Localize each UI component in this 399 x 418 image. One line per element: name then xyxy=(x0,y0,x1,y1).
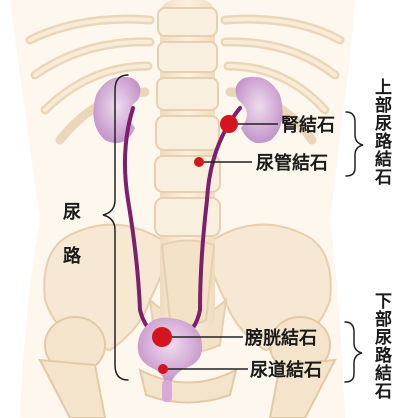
lower-brace xyxy=(345,322,362,382)
upper-brace xyxy=(346,112,363,176)
bladder-stone-marker xyxy=(152,327,172,347)
kidney-stone-marker xyxy=(220,115,238,133)
urethra-stone-marker xyxy=(158,364,168,374)
ureter-stone-marker xyxy=(194,157,204,167)
urethra-stone-label: 尿道結石 xyxy=(250,359,322,381)
lower-tract-label: 下部尿路結石 xyxy=(371,292,393,400)
upper-tract-label: 上部尿路結石 xyxy=(371,78,393,186)
ureter-stone-label: 尿管結石 xyxy=(256,152,328,174)
tract-label-bottom: 路 xyxy=(63,245,82,267)
tract-label-top: 尿 xyxy=(63,202,81,223)
bladder-stone-label: 膀胱結石 xyxy=(244,327,317,349)
kidney-stone-label: 腎結石 xyxy=(281,114,335,136)
